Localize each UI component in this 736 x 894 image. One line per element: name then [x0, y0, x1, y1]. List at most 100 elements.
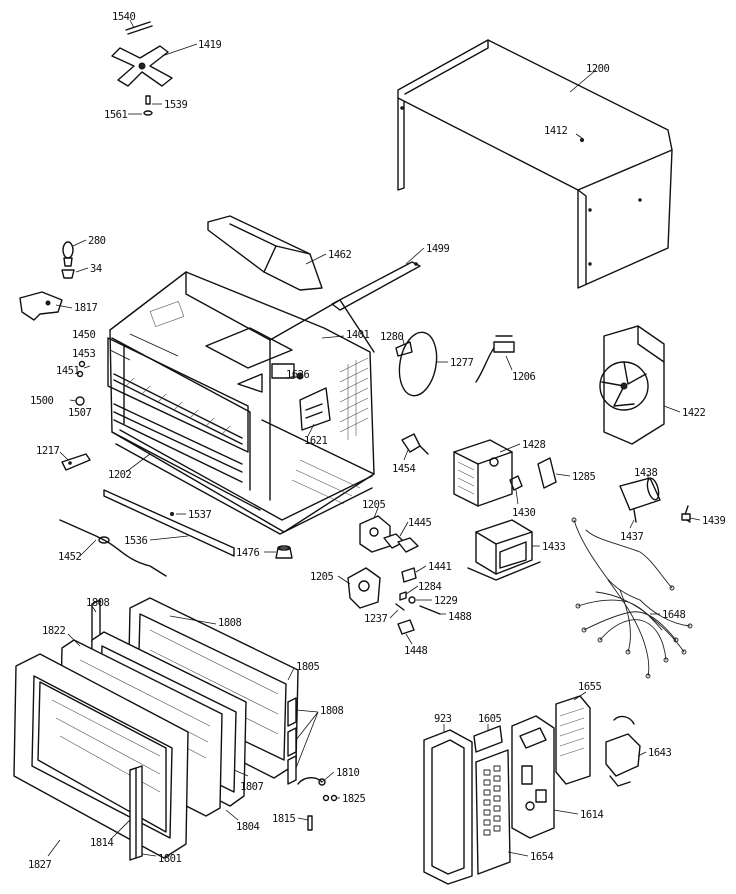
callout-1805: 1805 [296, 661, 319, 673]
callout-1808-mid: 1808 [218, 617, 241, 629]
callout-1205-upper: 1205 [362, 499, 385, 511]
callout-280: 280 [88, 235, 106, 247]
magnetron-1428 [453, 439, 513, 507]
switch-holder-1205-lower [347, 567, 381, 609]
door-latch-parts-1808 [287, 697, 297, 785]
rail-1536 [103, 489, 235, 557]
control-panel-frame-923 [423, 729, 473, 885]
latch-pin-1825 [322, 794, 338, 802]
callout-1445: 1445 [408, 517, 431, 529]
thermal-cutout-1430 [509, 475, 523, 491]
callout-1229: 1229 [434, 595, 457, 607]
outer-cabinet-1200 [397, 39, 673, 289]
callout-1412: 1412 [544, 125, 567, 137]
callout-1536: 1536 [124, 535, 147, 547]
callout-1822: 1822 [42, 625, 65, 637]
callout-1655: 1655 [578, 681, 601, 693]
callout-1814: 1814 [90, 837, 113, 849]
callout-1488: 1488 [448, 611, 471, 623]
callout-1285: 1285 [572, 471, 595, 483]
rail-1499 [331, 261, 421, 311]
cavity-front-frame-1450 [107, 337, 249, 483]
lamp-assembly-280 [61, 241, 75, 279]
callout-1801: 1801 [158, 853, 181, 865]
callout-1454: 1454 [392, 463, 415, 475]
callout-1206: 1206 [512, 371, 535, 383]
callout-1448: 1448 [404, 645, 427, 657]
callout-1433: 1433 [542, 541, 565, 553]
callout-1808-top: 1808 [86, 597, 109, 609]
callout-1817: 1817 [74, 302, 97, 314]
grommet-1476 [275, 545, 293, 559]
callout-1441: 1441 [428, 561, 451, 573]
fan-motor-1422 [599, 325, 665, 445]
callout-1827: 1827 [28, 859, 51, 871]
callout-1540: 1540 [112, 11, 135, 23]
damper-plate-1277 [395, 331, 438, 397]
switch-1454 [401, 433, 429, 455]
hinge-bracket-1217 [61, 453, 91, 471]
callout-1807: 1807 [240, 781, 263, 793]
callout-1643: 1643 [648, 747, 671, 759]
callout-1815: 1815 [272, 813, 295, 825]
callout-1450: 1450 [72, 329, 95, 341]
keypad-1654 [475, 749, 511, 875]
display-window-1605 [473, 725, 503, 753]
stirrer-fan-1419 [111, 21, 173, 116]
door-frame-1827 [13, 653, 189, 859]
fuse-holder-1285 [537, 457, 557, 489]
latch-screw-1815 [307, 815, 313, 831]
callout-34: 34 [90, 263, 102, 275]
callout-1825: 1825 [342, 793, 365, 805]
switch-1445 [383, 533, 419, 553]
callout-1804: 1804 [236, 821, 259, 833]
callout-1202: 1202 [108, 469, 131, 481]
callout-923: 923 [434, 713, 452, 725]
callout-1200: 1200 [586, 63, 609, 75]
door-handle-1814 [129, 765, 143, 861]
callout-1451: 1451 [56, 365, 79, 377]
small-switch-parts [395, 567, 441, 635]
callout-1462: 1462 [328, 249, 351, 261]
callout-1438: 1438 [634, 467, 657, 479]
callout-1537: 1537 [188, 509, 211, 521]
callout-1621: 1621 [304, 435, 327, 447]
callout-1808-right: 1808 [320, 705, 343, 717]
probe-cable-1452 [59, 519, 167, 577]
callout-1810: 1810 [336, 767, 359, 779]
relay-1643 [605, 715, 641, 787]
callout-1499: 1499 [426, 243, 449, 255]
callout-1648: 1648 [662, 609, 685, 621]
latch-spring-1810 [297, 777, 326, 786]
callout-1205-lower: 1205 [310, 571, 333, 583]
callout-1284: 1284 [418, 581, 441, 593]
callout-1654: 1654 [530, 851, 553, 863]
switch-holder-1205-upper [359, 515, 391, 553]
capacitor-1438 [619, 477, 661, 523]
callout-1614: 1614 [580, 809, 603, 821]
callout-1422: 1422 [682, 407, 705, 419]
callout-1500: 1500 [30, 395, 53, 407]
callout-1437: 1437 [620, 531, 643, 543]
callout-1237: 1237 [364, 613, 387, 625]
callout-1605: 1605 [478, 713, 501, 725]
control-board-bracket-1614 [511, 715, 555, 839]
leader-lines [47, 19, 701, 857]
air-duct-1462 [207, 215, 323, 291]
callout-1280: 1280 [380, 331, 403, 343]
diode-1439 [681, 505, 691, 523]
callout-1401: 1401 [346, 329, 369, 341]
bracket-1817 [19, 291, 63, 321]
callout-1217: 1217 [36, 445, 59, 457]
power-cord-1206 [475, 335, 515, 383]
callout-1419: 1419 [198, 39, 221, 51]
base-plate-1202 [115, 429, 373, 535]
callout-1277: 1277 [450, 357, 473, 369]
callout-1430: 1430 [512, 507, 535, 519]
callout-1561: 1561 [104, 109, 127, 121]
callout-1453: 1453 [72, 348, 95, 360]
circuit-board-1655 [555, 695, 591, 785]
wiring-harness-1648 [571, 517, 693, 679]
callout-1428: 1428 [522, 439, 545, 451]
